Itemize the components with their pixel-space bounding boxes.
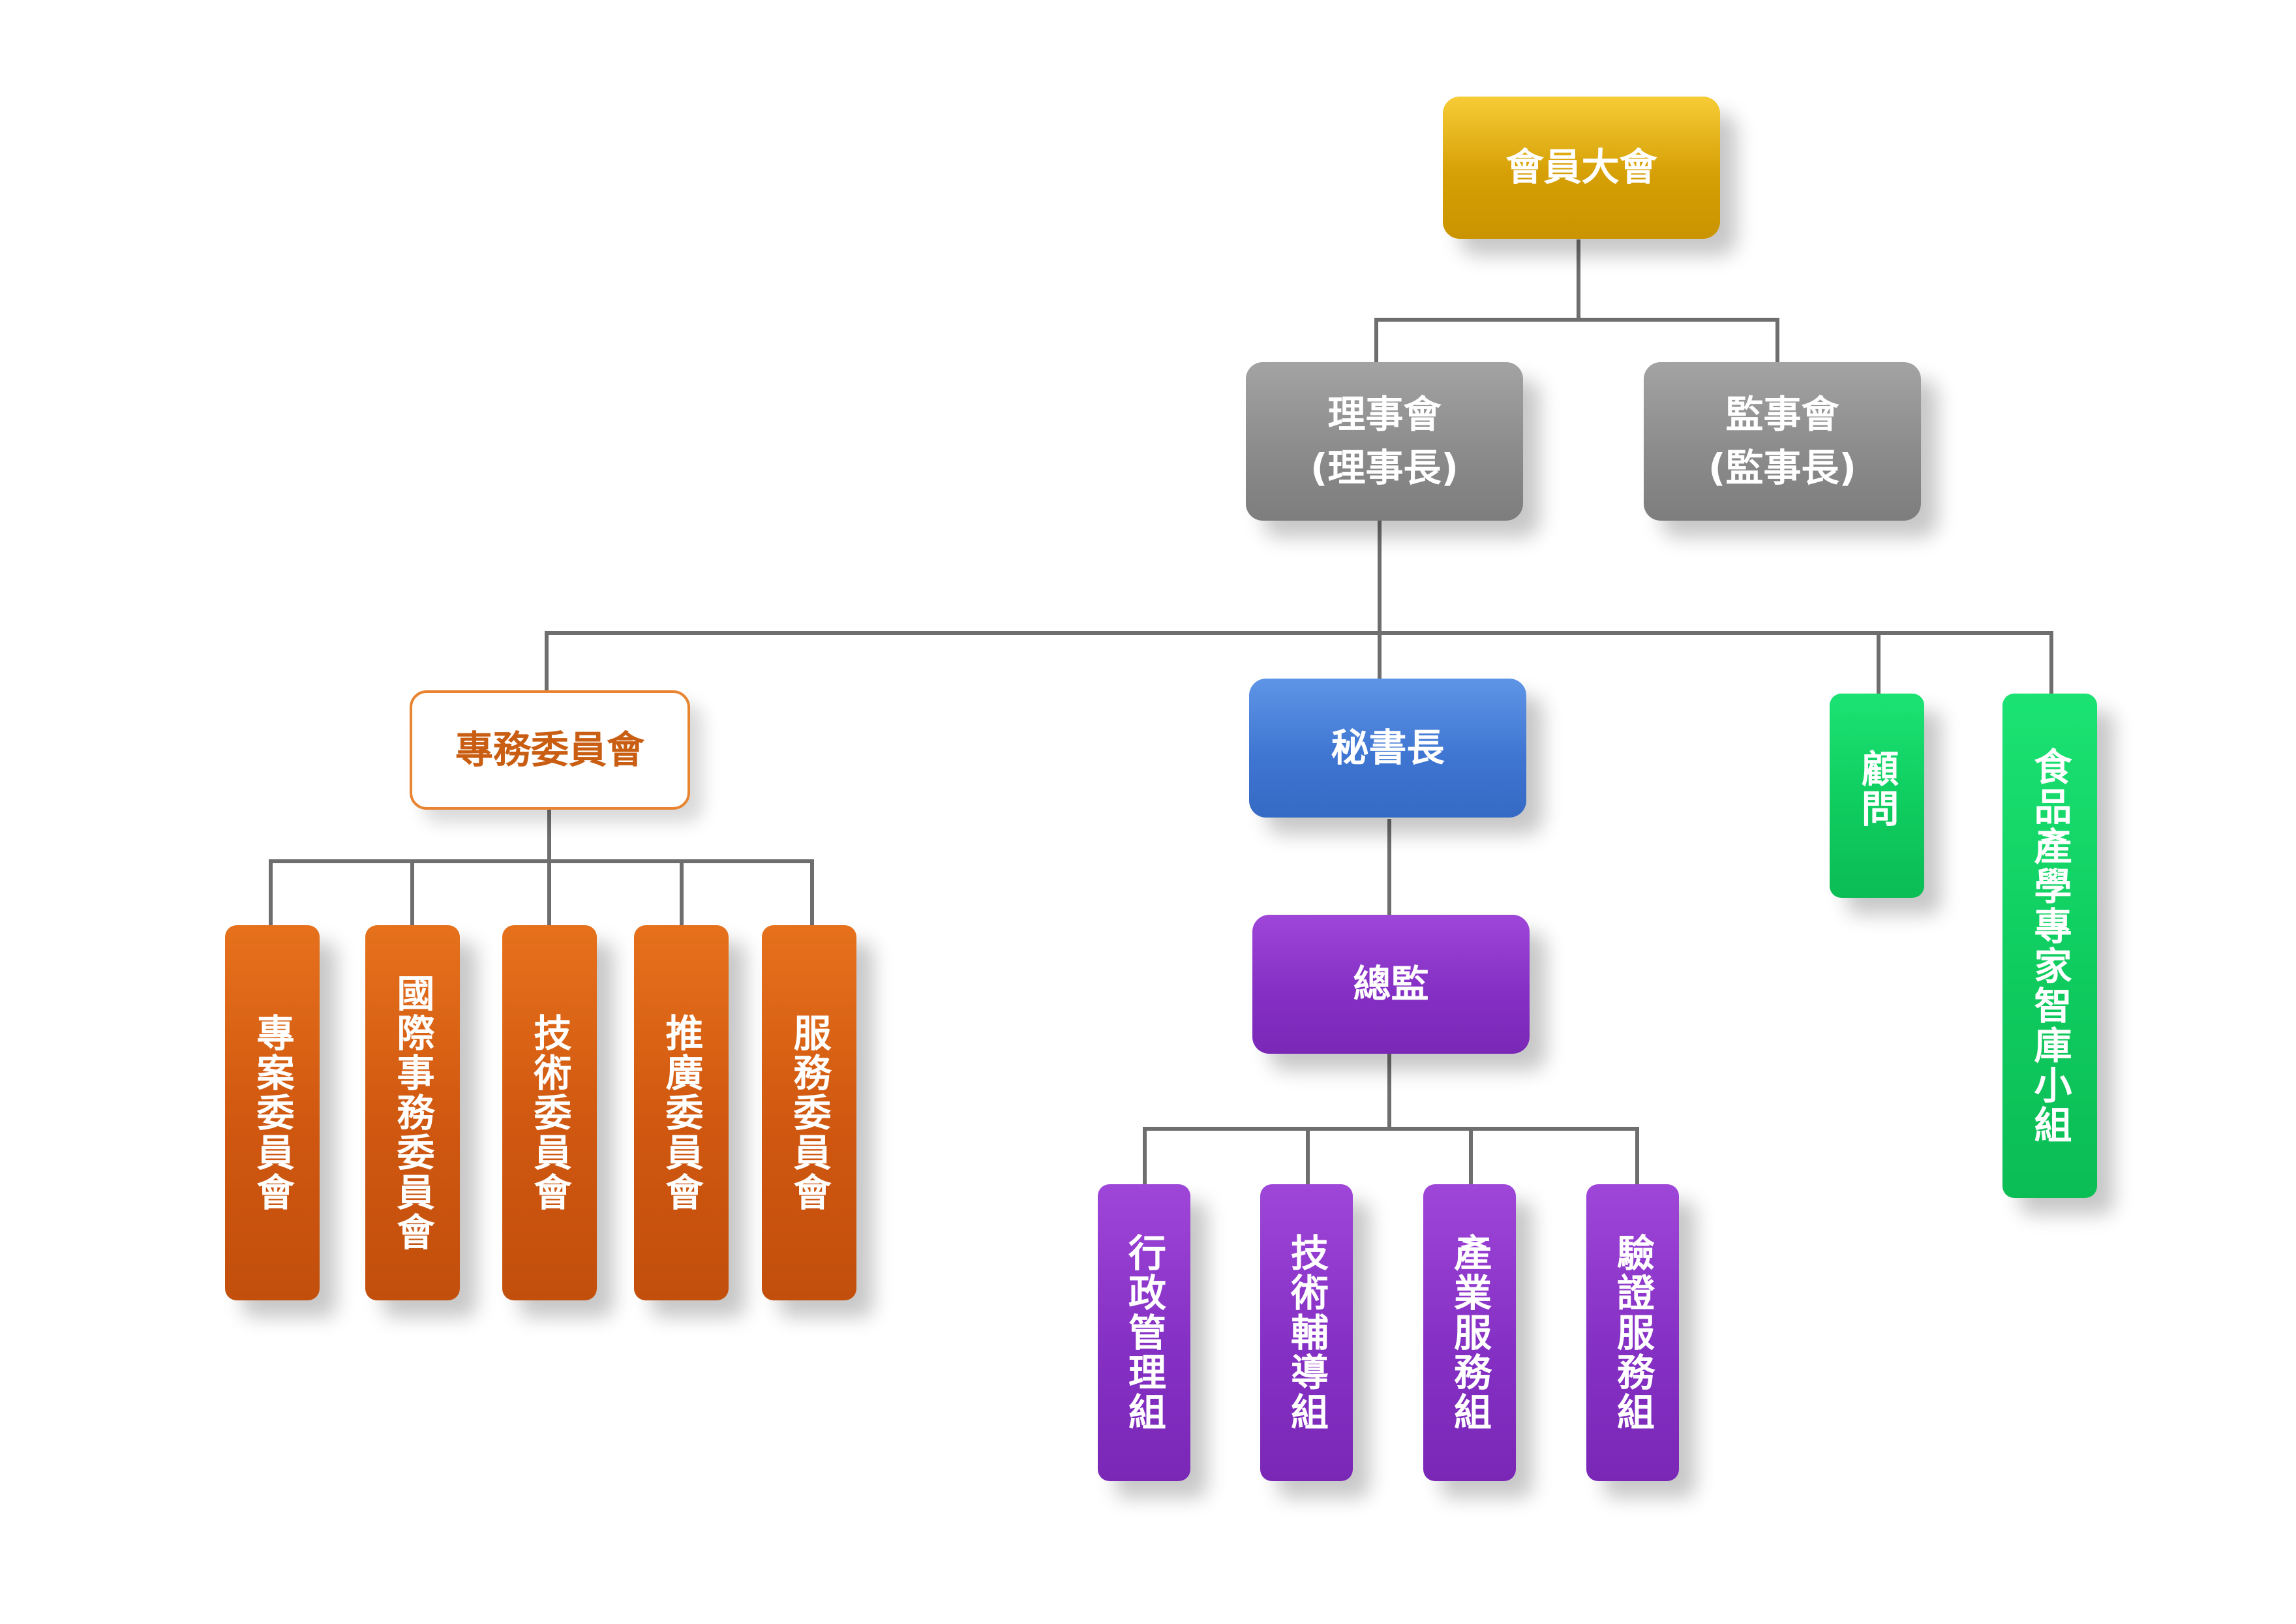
group-verification-service: 驗證服務組 xyxy=(1586,1184,1679,1481)
committee-international: 國際事務委員會 xyxy=(365,925,460,1300)
director-box: 總監 xyxy=(1252,915,1530,1054)
group-industry-service: 產業服務組 xyxy=(1423,1184,1516,1481)
special-committee-box: 專務委員會 xyxy=(410,690,690,810)
group-administration-label: 行政管理組 xyxy=(1122,1233,1166,1432)
committee-technical: 技術委員會 xyxy=(502,925,597,1300)
general-assembly-box: 會員大會 xyxy=(1443,97,1720,239)
committee-technical-label: 技術委員會 xyxy=(527,1013,572,1212)
committee-international-label: 國際事務委員會 xyxy=(390,973,435,1252)
advisor-box: 顧問 xyxy=(1830,694,1924,898)
board-of-directors-box: 理事會 (理事長) xyxy=(1246,362,1523,521)
committee-project-label: 專案委員會 xyxy=(250,1013,295,1212)
advisor-label: 顧問 xyxy=(1854,749,1899,829)
secretary-general-label: 秘書長 xyxy=(1331,725,1445,770)
general-assembly-label: 會員大會 xyxy=(1505,145,1657,190)
think-tank-label: 食品產學專家智庫小組 xyxy=(2027,746,2072,1145)
committee-project: 專案委員會 xyxy=(225,925,320,1300)
group-industry-service-label: 產業服務組 xyxy=(1447,1233,1492,1432)
supervisors-chair-label: (監事長) xyxy=(1708,445,1857,490)
think-tank-box: 食品產學專家智庫小組 xyxy=(2002,694,2097,1198)
special-committee-label: 專務委員會 xyxy=(455,727,644,772)
committee-service: 服務委員會 xyxy=(762,925,856,1300)
board-label: 理事會 xyxy=(1327,392,1442,437)
group-technical-guidance-label: 技術輔導組 xyxy=(1284,1233,1329,1432)
board-of-supervisors-box: 監事會 (監事長) xyxy=(1644,362,1921,521)
committee-promotion-label: 推廣委員會 xyxy=(659,1013,704,1212)
board-chair-label: (理事長) xyxy=(1310,445,1459,490)
supervisors-label: 監事會 xyxy=(1725,392,1839,437)
director-label: 總監 xyxy=(1353,961,1429,1006)
group-administration: 行政管理組 xyxy=(1098,1184,1190,1481)
committee-service-label: 服務委員會 xyxy=(787,1013,832,1212)
group-verification-service-label: 驗證服務組 xyxy=(1610,1233,1655,1432)
group-technical-guidance: 技術輔導組 xyxy=(1260,1184,1353,1481)
secretary-general-box: 秘書長 xyxy=(1249,679,1526,818)
committee-promotion: 推廣委員會 xyxy=(634,925,729,1300)
